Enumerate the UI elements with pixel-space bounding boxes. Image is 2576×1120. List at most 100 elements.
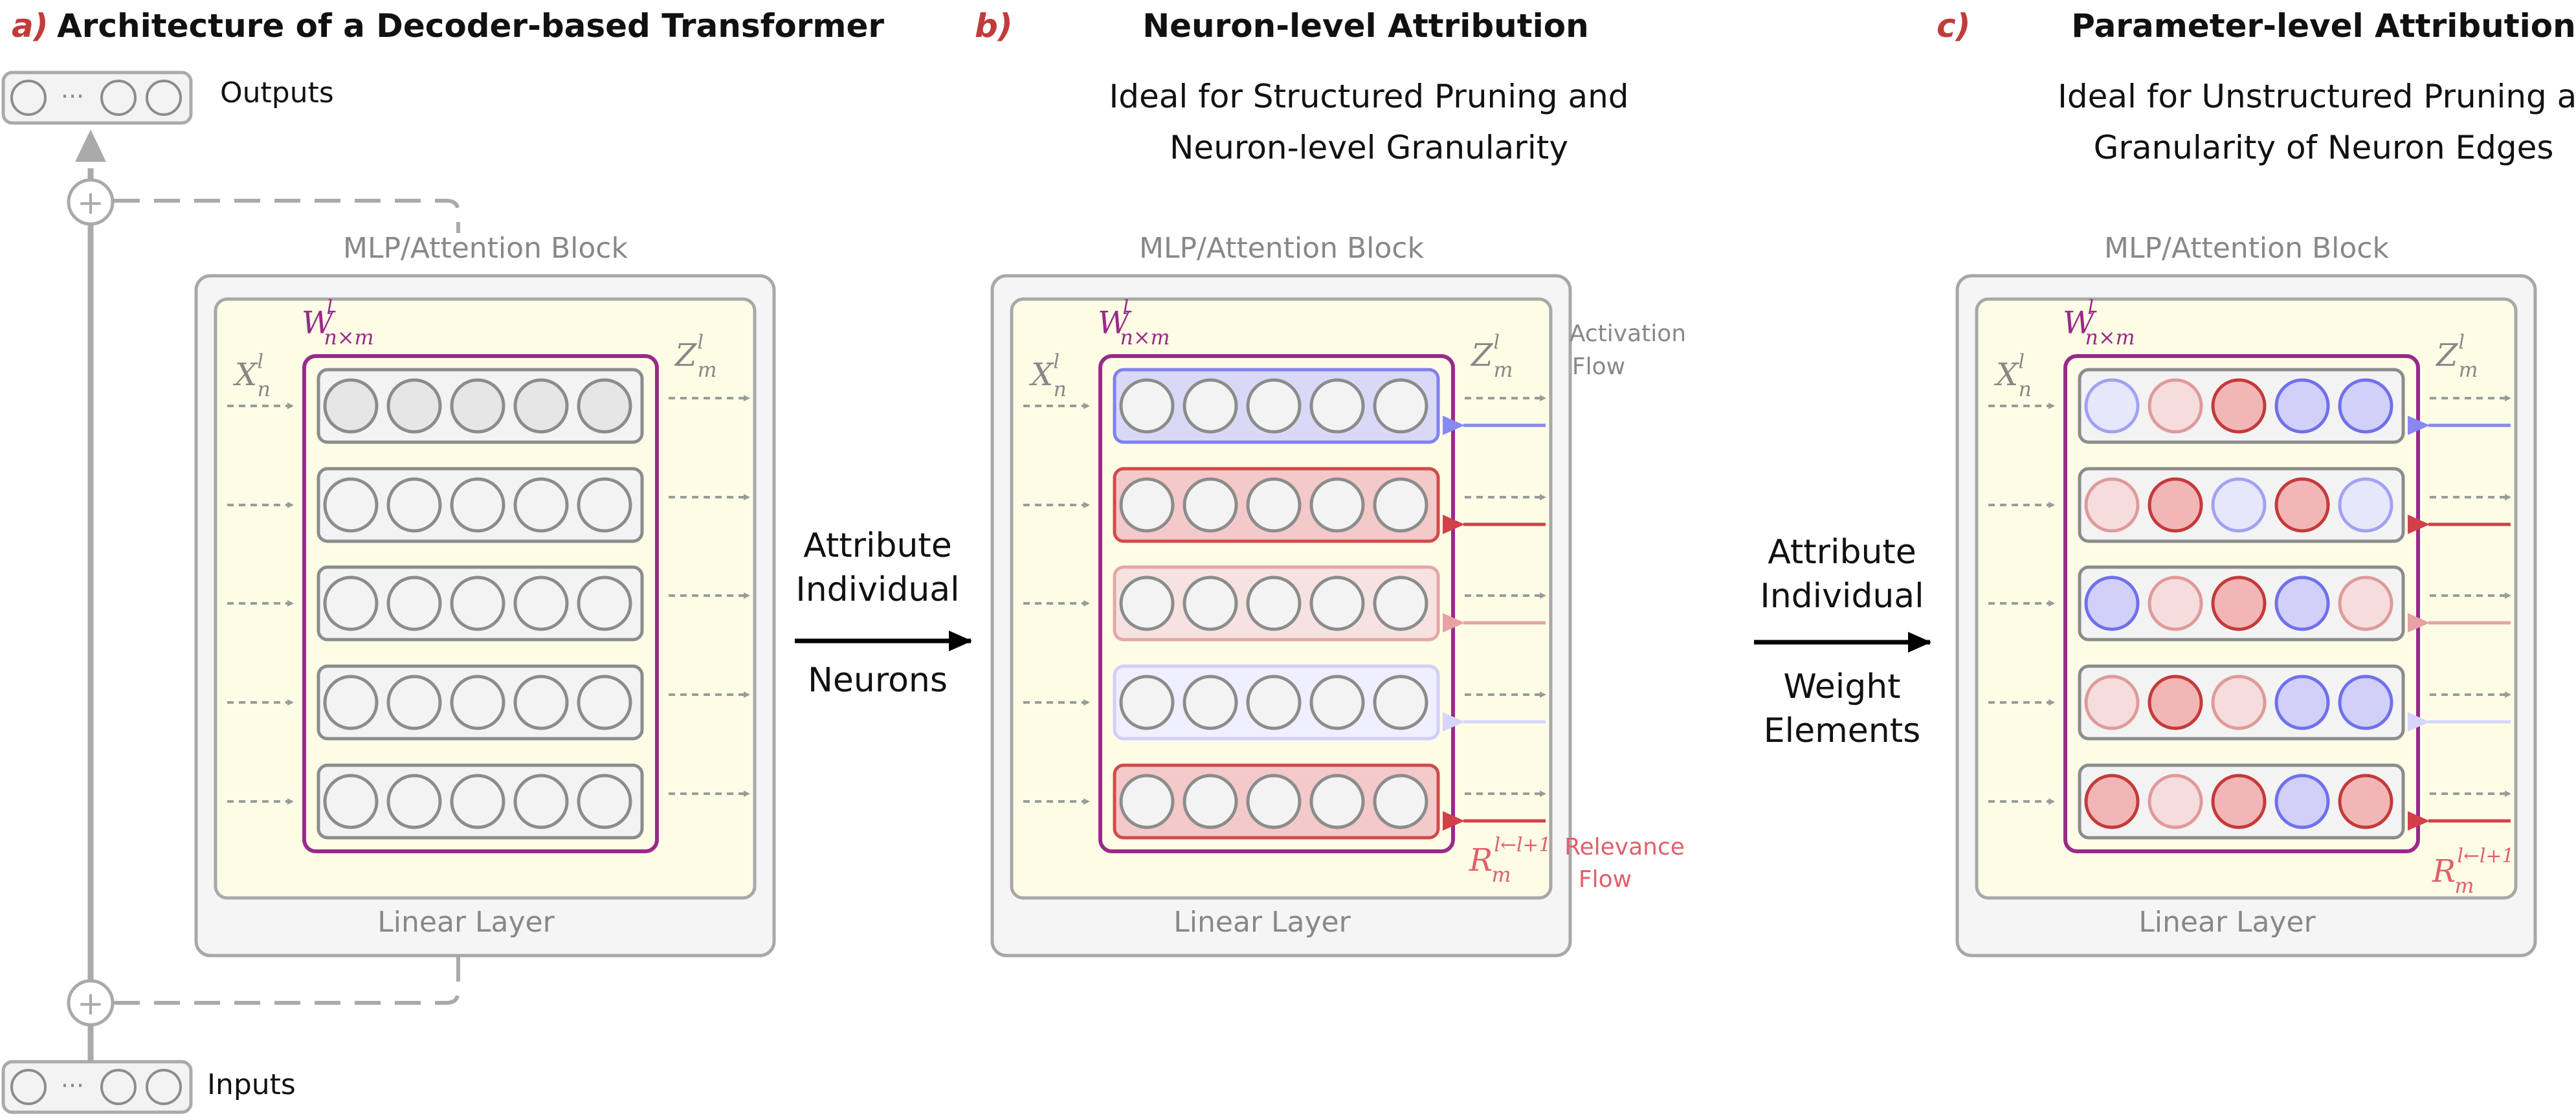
panel_c-x-label-base: X <box>1993 357 2019 393</box>
panel_c-neuron <box>2084 378 2140 434</box>
panel_c-x-label-sub: n <box>2019 378 2032 401</box>
panel-c-subtitle-line2: Granularity of Neuron Edges <box>2094 129 2554 166</box>
panel-b-title: Neuron-level Attribution <box>1142 7 1588 45</box>
panel_b-neuron-row <box>1023 565 1546 642</box>
arrow-ab-line1: Attribute <box>803 526 952 565</box>
panel_a-neuron <box>386 576 442 631</box>
panel_c-neuron <box>2084 774 2140 829</box>
panel_a-neuron <box>513 675 569 730</box>
panel_a-z-label-sup: l <box>698 331 704 354</box>
panel_a-neuron <box>450 576 505 631</box>
arrow-bc-line3: Weight <box>1783 667 1900 706</box>
panel_b-neuron-row <box>1023 664 1546 741</box>
panel_a-neuron <box>386 477 442 533</box>
panel_c-neuron <box>2084 576 2140 631</box>
arrow-ab-line3: Neurons <box>808 661 948 700</box>
panel_b-neuron <box>1119 675 1175 730</box>
panel_b-neuron <box>1309 774 1365 829</box>
panel_c-neuron <box>2084 477 2140 533</box>
panel_b-neuron <box>1119 477 1175 533</box>
panel_b-weight-label-sup: l <box>1123 297 1129 319</box>
panel_c-neuron <box>2148 576 2203 631</box>
outputs-ellipsis: ··· <box>61 82 84 111</box>
panel_c-neuron-row <box>1988 565 2511 642</box>
panel_a-neuron <box>323 774 379 829</box>
inputs-token-box: ··· <box>1 1060 193 1114</box>
panel_a-weight-label-sup: l <box>327 297 333 319</box>
panel_c-block-label: MLP/Attention Block <box>2104 232 2389 265</box>
skip-connection-top <box>114 199 460 233</box>
panel_c-neuron <box>2274 477 2330 533</box>
panel_c-neuron <box>2274 576 2330 631</box>
panel_a-x-label-sup: l <box>258 351 264 374</box>
panel-c-subtitle-line1: Ideal for Unstructured Pruning at <box>2058 78 2576 115</box>
panel_b-neuron <box>1246 477 1302 533</box>
panel_a-neuron <box>513 477 569 533</box>
panel_b-block-label: MLP/Attention Block <box>1139 232 1424 265</box>
panel_c-neuron <box>2148 675 2203 730</box>
panel_c-neuron-row <box>1988 368 2511 444</box>
panel_b-neuron <box>1119 576 1175 631</box>
panel_c-neuron <box>2211 774 2267 829</box>
panel_b-layer-label: Linear Layer <box>1173 906 1351 939</box>
panel_b-neuron <box>1246 576 1302 631</box>
panel_a-neuron <box>323 378 379 434</box>
panel_b-neuron-row <box>1023 368 1546 444</box>
panel_c-neuron-row <box>1988 467 2511 543</box>
panel_b-neuron <box>1309 576 1365 631</box>
panel_b-neuron <box>1183 576 1238 631</box>
panel_a-neuron <box>450 675 505 730</box>
panel_b-neuron <box>1373 477 1428 533</box>
panel_a-neuron-row <box>227 763 750 840</box>
panel-c-r-label: Rml←l+1 <box>2432 845 2514 898</box>
panel_c-weight-label-sup: l <box>2088 297 2094 319</box>
panel_a-neuron-row <box>227 368 750 444</box>
panel_c-neuron <box>2148 774 2203 829</box>
plus-node-top <box>67 178 115 226</box>
panel_c-neuron <box>2274 774 2330 829</box>
panel-b-r-label: Rml←l+1 <box>1469 834 1551 887</box>
panel_c-z-label-sup: l <box>2459 331 2465 354</box>
panel_a-neuron <box>513 378 569 434</box>
panel_a-neuron <box>577 675 632 730</box>
panel-c-r-label-sub: m <box>2455 875 2474 898</box>
panel_b-weight-matrix <box>1098 354 1455 853</box>
panel_b-z-label-sub: m <box>1494 359 1513 382</box>
activation-flow-label-line2: Flow <box>1572 353 1625 380</box>
panel_c-neuron <box>2338 675 2393 730</box>
panel_b-neuron-row <box>1023 763 1546 840</box>
panel_c-neuron <box>2211 477 2267 533</box>
panel-c-title: Parameter-level Attribution <box>2071 7 2575 45</box>
panel_c-neuron <box>2338 576 2393 631</box>
panel_b-neuron <box>1309 675 1365 730</box>
panel-a: a) Architecture of a Decoder-based Trans… <box>1 7 884 1114</box>
panel_c-neuron <box>2338 774 2393 829</box>
panel_c-z-label-base: Z <box>2435 337 2459 374</box>
arrow-b-to-c: Attribute Individual Weight Elements <box>1754 533 1931 750</box>
panel_a-neuron <box>450 378 505 434</box>
panel_b-weight-label: Wn×ml <box>1098 297 1170 350</box>
panel_c-weight-label-sub: n×m <box>2085 326 2135 350</box>
panel_a-neuron <box>577 774 632 829</box>
panel_a-neuron-row <box>227 565 750 642</box>
skip-connection-bottom <box>114 955 460 1005</box>
panel_a-neuron <box>577 576 632 631</box>
panel-a-title: Architecture of a Decoder-based Transfor… <box>57 7 884 45</box>
panel_a-neuron <box>450 477 505 533</box>
panel_a-x-label-base: X <box>232 357 258 393</box>
panel_c-neuron <box>2211 378 2267 434</box>
panel_a-neuron-row <box>227 467 750 543</box>
panel_a-weight-matrix <box>302 354 659 853</box>
panel_a-neuron <box>386 378 442 434</box>
panel_c-neuron <box>2084 675 2140 730</box>
panel_c-neuron <box>2338 477 2393 533</box>
panel-c-letter: c) <box>1937 7 1971 45</box>
panel_b-neuron <box>1373 576 1428 631</box>
arrow-bc-line4: Elements <box>1764 711 1920 750</box>
